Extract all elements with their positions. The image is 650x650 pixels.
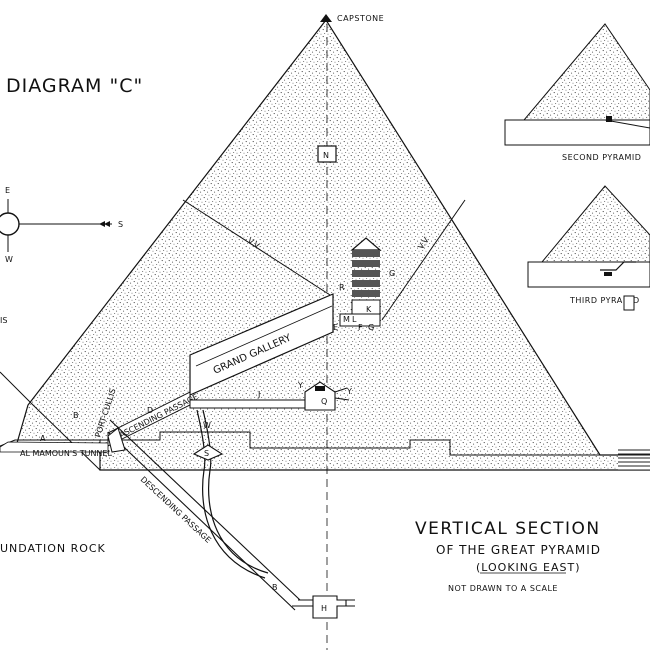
second-pyramid-label: SECOND PYRAMID <box>562 153 641 162</box>
tunnel-a-label: A <box>40 434 46 443</box>
foundation-rock-label: UNDATION ROCK <box>0 542 106 555</box>
chamber-g2-label: G <box>368 323 374 332</box>
chamber-r-label: R <box>339 283 345 292</box>
svg-text:N: N <box>323 151 329 160</box>
chamber-y-label: Y <box>297 381 303 390</box>
caption-subtitle: OF THE GREAT PYRAMID <box>436 543 601 557</box>
third-pyramid-label: THIRD PYRAMID <box>569 296 640 305</box>
caption-view: (LOOKING EAST) <box>476 561 581 574</box>
diagram-heading: DIAGRAM "C" <box>6 75 143 97</box>
compass: E W S <box>0 186 123 264</box>
svg-text:Y: Y <box>346 387 352 396</box>
passage-d-label: D <box>147 406 153 415</box>
passage-b2-label: B <box>272 583 278 592</box>
subterranean-h-label: H <box>321 604 327 613</box>
tunnel-label: AL MAMOUN'S TUNNEL <box>20 449 112 458</box>
descending-label: DESCENDING PASSAGE <box>139 475 213 545</box>
caption: VERTICAL SECTION OF THE GREAT PYRAMID (L… <box>415 519 601 593</box>
chamber-k-label: K <box>366 305 372 314</box>
chamber-n: N <box>317 145 337 163</box>
chamber-l-label: L <box>352 315 357 324</box>
caption-note: NOT DRAWN TO A SCALE <box>448 584 558 593</box>
passage-j-label: J <box>257 390 260 399</box>
side-fragment: IS <box>0 316 7 325</box>
compass-south: S <box>118 220 123 229</box>
kings-chamber-stack: K G R M L F G E <box>333 237 395 332</box>
capstone-label: CAPSTONE <box>337 14 384 23</box>
chamber-m-label: M <box>343 315 350 324</box>
third-pyramid-inset: THIRD PYRAMID <box>527 185 650 311</box>
compass-west: W <box>5 255 13 264</box>
al-mamoun-tunnel: A AL MAMOUN'S TUNNEL <box>0 434 112 458</box>
well-shaft: W S <box>192 409 269 579</box>
second-pyramid-inset: SECOND PYRAMID <box>504 23 650 162</box>
compass-east: E <box>5 186 10 195</box>
chamber-e-label: E <box>333 323 338 332</box>
capstone-marker: CAPSTONE <box>320 14 384 23</box>
chamber-q-label: Q <box>321 397 327 406</box>
chamber-g-label: G <box>389 269 395 278</box>
chamber-f-label: F <box>358 323 363 332</box>
well-w-label: W <box>203 421 211 430</box>
ground-line <box>100 431 650 456</box>
passage-b1-label: B <box>73 411 79 420</box>
grotto-s-label: S <box>204 449 209 458</box>
queens-passage: Q J Y Y <box>189 381 352 411</box>
caption-title: VERTICAL SECTION <box>415 519 601 539</box>
